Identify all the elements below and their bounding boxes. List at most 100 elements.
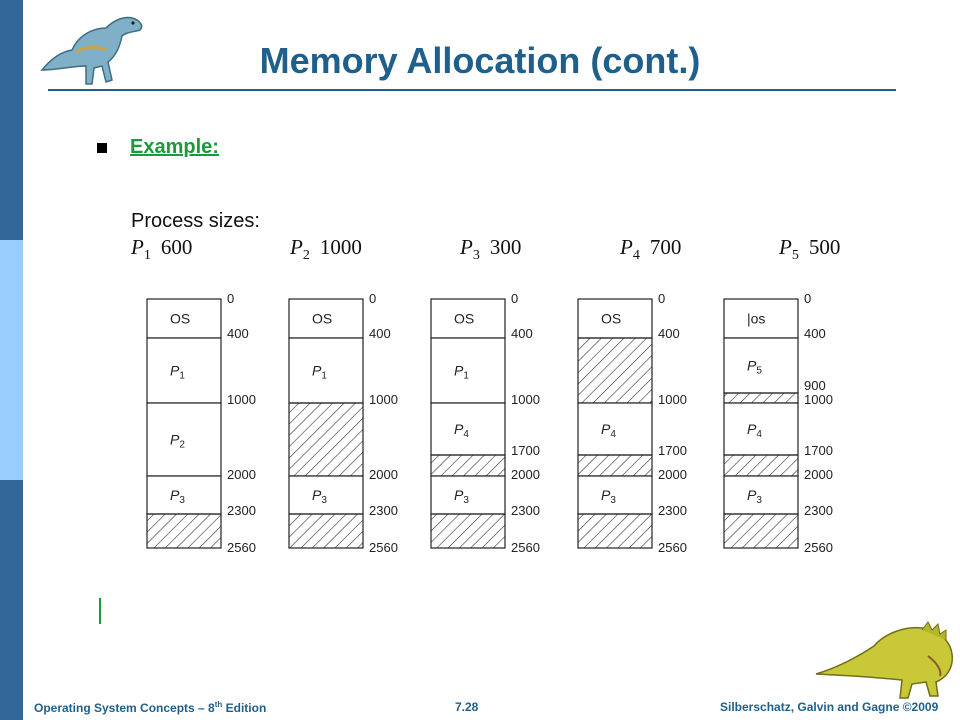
memory-block [430, 402, 506, 456]
address-tick-2-3: 1700 [511, 443, 540, 458]
address-tick-0-0: 0 [227, 291, 234, 306]
page-number: 7.28 [455, 700, 479, 714]
bullet-square-icon [97, 143, 107, 153]
block-label-1-3: P3 [312, 487, 327, 506]
free-hole-block [577, 454, 653, 477]
memory-block [577, 475, 653, 515]
block-label-2-4: P3 [454, 487, 469, 506]
block-label-0-1: P1 [170, 363, 185, 382]
address-tick-3-2: 1000 [658, 392, 687, 407]
block-label-0-0: OS [170, 311, 190, 327]
free-hole-block [577, 513, 653, 549]
address-tick-2-6: 2560 [511, 540, 540, 555]
free-hole-block [430, 513, 506, 549]
address-tick-1-4: 2300 [369, 503, 398, 518]
memory-block [288, 298, 364, 339]
memory-block [577, 402, 653, 456]
address-tick-4-5: 2000 [804, 467, 833, 482]
memory-block [146, 475, 222, 515]
address-tick-1-5: 2560 [369, 540, 398, 555]
memory-block [288, 337, 364, 404]
address-tick-2-1: 400 [511, 326, 533, 341]
address-tick-2-5: 2300 [511, 503, 540, 518]
block-label-0-3: P3 [170, 487, 185, 506]
address-tick-3-0: 0 [658, 291, 665, 306]
address-tick-3-5: 2300 [658, 503, 687, 518]
address-tick-0-4: 2300 [227, 503, 256, 518]
free-hole-block [577, 337, 653, 404]
address-tick-2-4: 2000 [511, 467, 540, 482]
block-label-3-2: P4 [601, 421, 616, 440]
block-label-4-3: P4 [747, 421, 762, 440]
free-hole-block [723, 454, 799, 477]
memory-block [430, 337, 506, 404]
address-tick-4-4: 1700 [804, 443, 833, 458]
memory-block [723, 402, 799, 456]
memory-block [430, 298, 506, 339]
text-cursor [99, 598, 101, 624]
address-tick-0-1: 400 [227, 326, 249, 341]
block-label-3-0: OS [601, 311, 621, 327]
address-tick-0-2: 1000 [227, 392, 256, 407]
footer-book-title: Operating System Concepts – 8 [34, 701, 215, 715]
block-label-2-2: P4 [454, 421, 469, 440]
free-hole-block [288, 402, 364, 477]
free-hole-block [288, 513, 364, 549]
block-label-0-2: P2 [170, 432, 185, 451]
address-tick-0-3: 2000 [227, 467, 256, 482]
memory-block [146, 402, 222, 477]
dinosaur-icon [40, 16, 143, 85]
slide-title: Memory Allocation (cont.) [259, 40, 701, 81]
dinosaur-icon [815, 621, 954, 699]
left-accent-bar-light [0, 240, 23, 480]
address-tick-3-1: 400 [658, 326, 680, 341]
address-tick-1-3: 2000 [369, 467, 398, 482]
free-hole-block [723, 392, 799, 404]
memory-block [723, 298, 799, 339]
block-label-4-0: |os [747, 311, 765, 327]
free-hole-block [723, 513, 799, 549]
address-tick-4-6: 2300 [804, 503, 833, 518]
address-tick-3-6: 2560 [658, 540, 687, 555]
block-label-2-0: OS [454, 311, 474, 327]
process-sizes-heading: Process sizes: [131, 210, 260, 232]
block-label-1-0: OS [312, 311, 332, 327]
address-tick-3-4: 2000 [658, 467, 687, 482]
memory-block [723, 475, 799, 515]
title-underline [48, 89, 896, 91]
address-tick-1-2: 1000 [369, 392, 398, 407]
memory-block [723, 337, 799, 394]
footer-left: Operating System Concepts – 8th Edition [34, 700, 266, 715]
address-tick-4-0: 0 [804, 291, 811, 306]
free-hole-block [146, 513, 222, 549]
address-tick-4-1: 400 [804, 326, 826, 341]
block-label-1-1: P1 [312, 363, 327, 382]
memory-block [577, 298, 653, 339]
block-label-2-1: P1 [454, 363, 469, 382]
example-label: Example: [130, 136, 219, 158]
footer-superscript: th [214, 700, 223, 709]
memory-block [288, 475, 364, 515]
block-label-4-1: P5 [747, 358, 762, 377]
address-tick-4-3: 1000 [804, 392, 833, 407]
footer-edition: Edition [222, 701, 267, 715]
block-label-4-5: P3 [747, 487, 762, 506]
address-tick-4-7: 2560 [804, 540, 833, 555]
address-tick-2-2: 1000 [511, 392, 540, 407]
memory-block [430, 475, 506, 515]
address-tick-1-1: 400 [369, 326, 391, 341]
address-tick-4-2: 900 [804, 378, 826, 393]
block-label-3-4: P3 [601, 487, 616, 506]
address-tick-3-3: 1700 [658, 443, 687, 458]
address-tick-0-5: 2560 [227, 540, 256, 555]
footer-right: Silberschatz, Galvin and Gagne ©2009 [720, 700, 939, 714]
address-tick-2-0: 0 [511, 291, 518, 306]
address-tick-1-0: 0 [369, 291, 376, 306]
free-hole-block [430, 454, 506, 477]
